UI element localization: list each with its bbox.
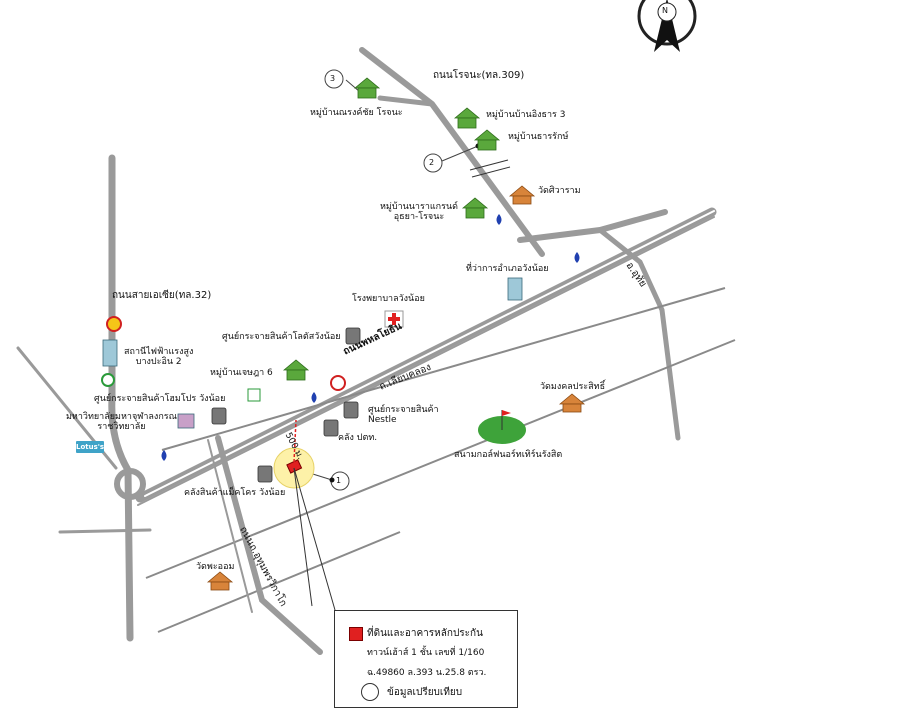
subject-property-marker xyxy=(273,419,336,611)
label-dist-center: ศูนย์กระจายสินค้าโลตัสวังน้อย xyxy=(222,332,341,342)
label-ban-chetsada: หมู่บ้านเจษฎา 6 xyxy=(210,368,273,378)
warehouse-icon xyxy=(211,327,361,483)
label-hospital: โรงพยาบาลวังน้อย xyxy=(352,294,425,304)
village-icon xyxy=(282,77,501,381)
comparison-markers xyxy=(299,69,479,491)
compass-icon xyxy=(637,0,697,52)
label-ptt: คลัง ปตท. xyxy=(338,433,378,443)
label-university: มหาวิทยาลัยมหาจุฬาลงกรณ ราชวิทยาลัย xyxy=(66,412,177,433)
legend-compare-circle xyxy=(361,683,379,701)
marker-3: 3 xyxy=(330,74,336,83)
label-wat-mongkol: วัดมงคลประสิทธิ์ xyxy=(540,382,606,392)
marker-2: 2 xyxy=(429,158,435,167)
label-nestle: ศูนย์กระจายสินค้า Nestle xyxy=(368,405,439,426)
legend-box: ที่ดินและอาคารหลักประกัน ทาวน์เฮ้าส์ 1 ช… xyxy=(334,610,518,708)
lotus-sign: Lotus's xyxy=(76,441,105,453)
label-amphoe: ที่ว่าการอำเภอวังน้อย xyxy=(466,264,549,274)
legend-compare-label: ข้อมูลเปรียบเทียบ xyxy=(387,687,463,698)
road-phahon-yothin xyxy=(135,207,717,506)
legend-subject-line1: ที่ดินและอาคารหลักประกัน xyxy=(367,628,483,639)
label-ban-ingthang: หมู่บ้านบ้านอิงธาร 3 xyxy=(486,110,566,120)
label-makro: คลังสินค้าแม็คโคร วังน้อย xyxy=(184,488,286,498)
legend-subject-swatch xyxy=(349,627,363,641)
temple-icon xyxy=(206,185,586,591)
label-wat-siram: วัดศิวาราม xyxy=(538,186,581,196)
hospital-icon xyxy=(384,310,404,328)
label-homepro: ศูนย์กระจายสินค้าโฮมโปร วังน้อย xyxy=(94,394,226,404)
label-ban-thawarat: หมู่บ้านธารรักษ์ xyxy=(508,132,569,142)
fuel-station-icon xyxy=(101,316,346,402)
label-road-rojana: ถนนโรจนะ(ทล.309) xyxy=(433,70,525,81)
label-power-station: สถานีไฟฟ้าแรงสูง บางปะอิน 2 xyxy=(124,347,194,368)
road-kan-mai xyxy=(207,435,323,655)
marker-1: 1 xyxy=(336,476,342,485)
ptt-station-icon xyxy=(161,214,580,461)
label-ban-nana: หมู่บ้านนาราแกรนด์ อุธยา-โรจนะ xyxy=(380,202,458,223)
building-icon xyxy=(102,277,523,429)
label-wat-phraoom: วัดพะออม xyxy=(196,562,235,572)
legend-subject-line2: ทาวน์เฮ้าส์ 1 ชั้น เลขที่ 1/160 xyxy=(367,648,485,658)
label-ban-nirang: หมู่บ้านณรงค์ชัย โรจนะ xyxy=(310,108,403,118)
legend-subject-line3: ฉ.49860 ล.393 น.25.8 ตรว. xyxy=(367,668,487,678)
road-rojana xyxy=(359,47,681,441)
golf-course-icon xyxy=(478,410,526,444)
road-break-mark xyxy=(469,159,511,178)
label-road-asia: ถนนสายเอเซีย(ทล.32) xyxy=(112,290,212,301)
label-golf: สนามกอล์ฟนอร์ทเทิร์นรังสิต xyxy=(454,450,563,460)
compass-letter: N xyxy=(662,6,668,15)
